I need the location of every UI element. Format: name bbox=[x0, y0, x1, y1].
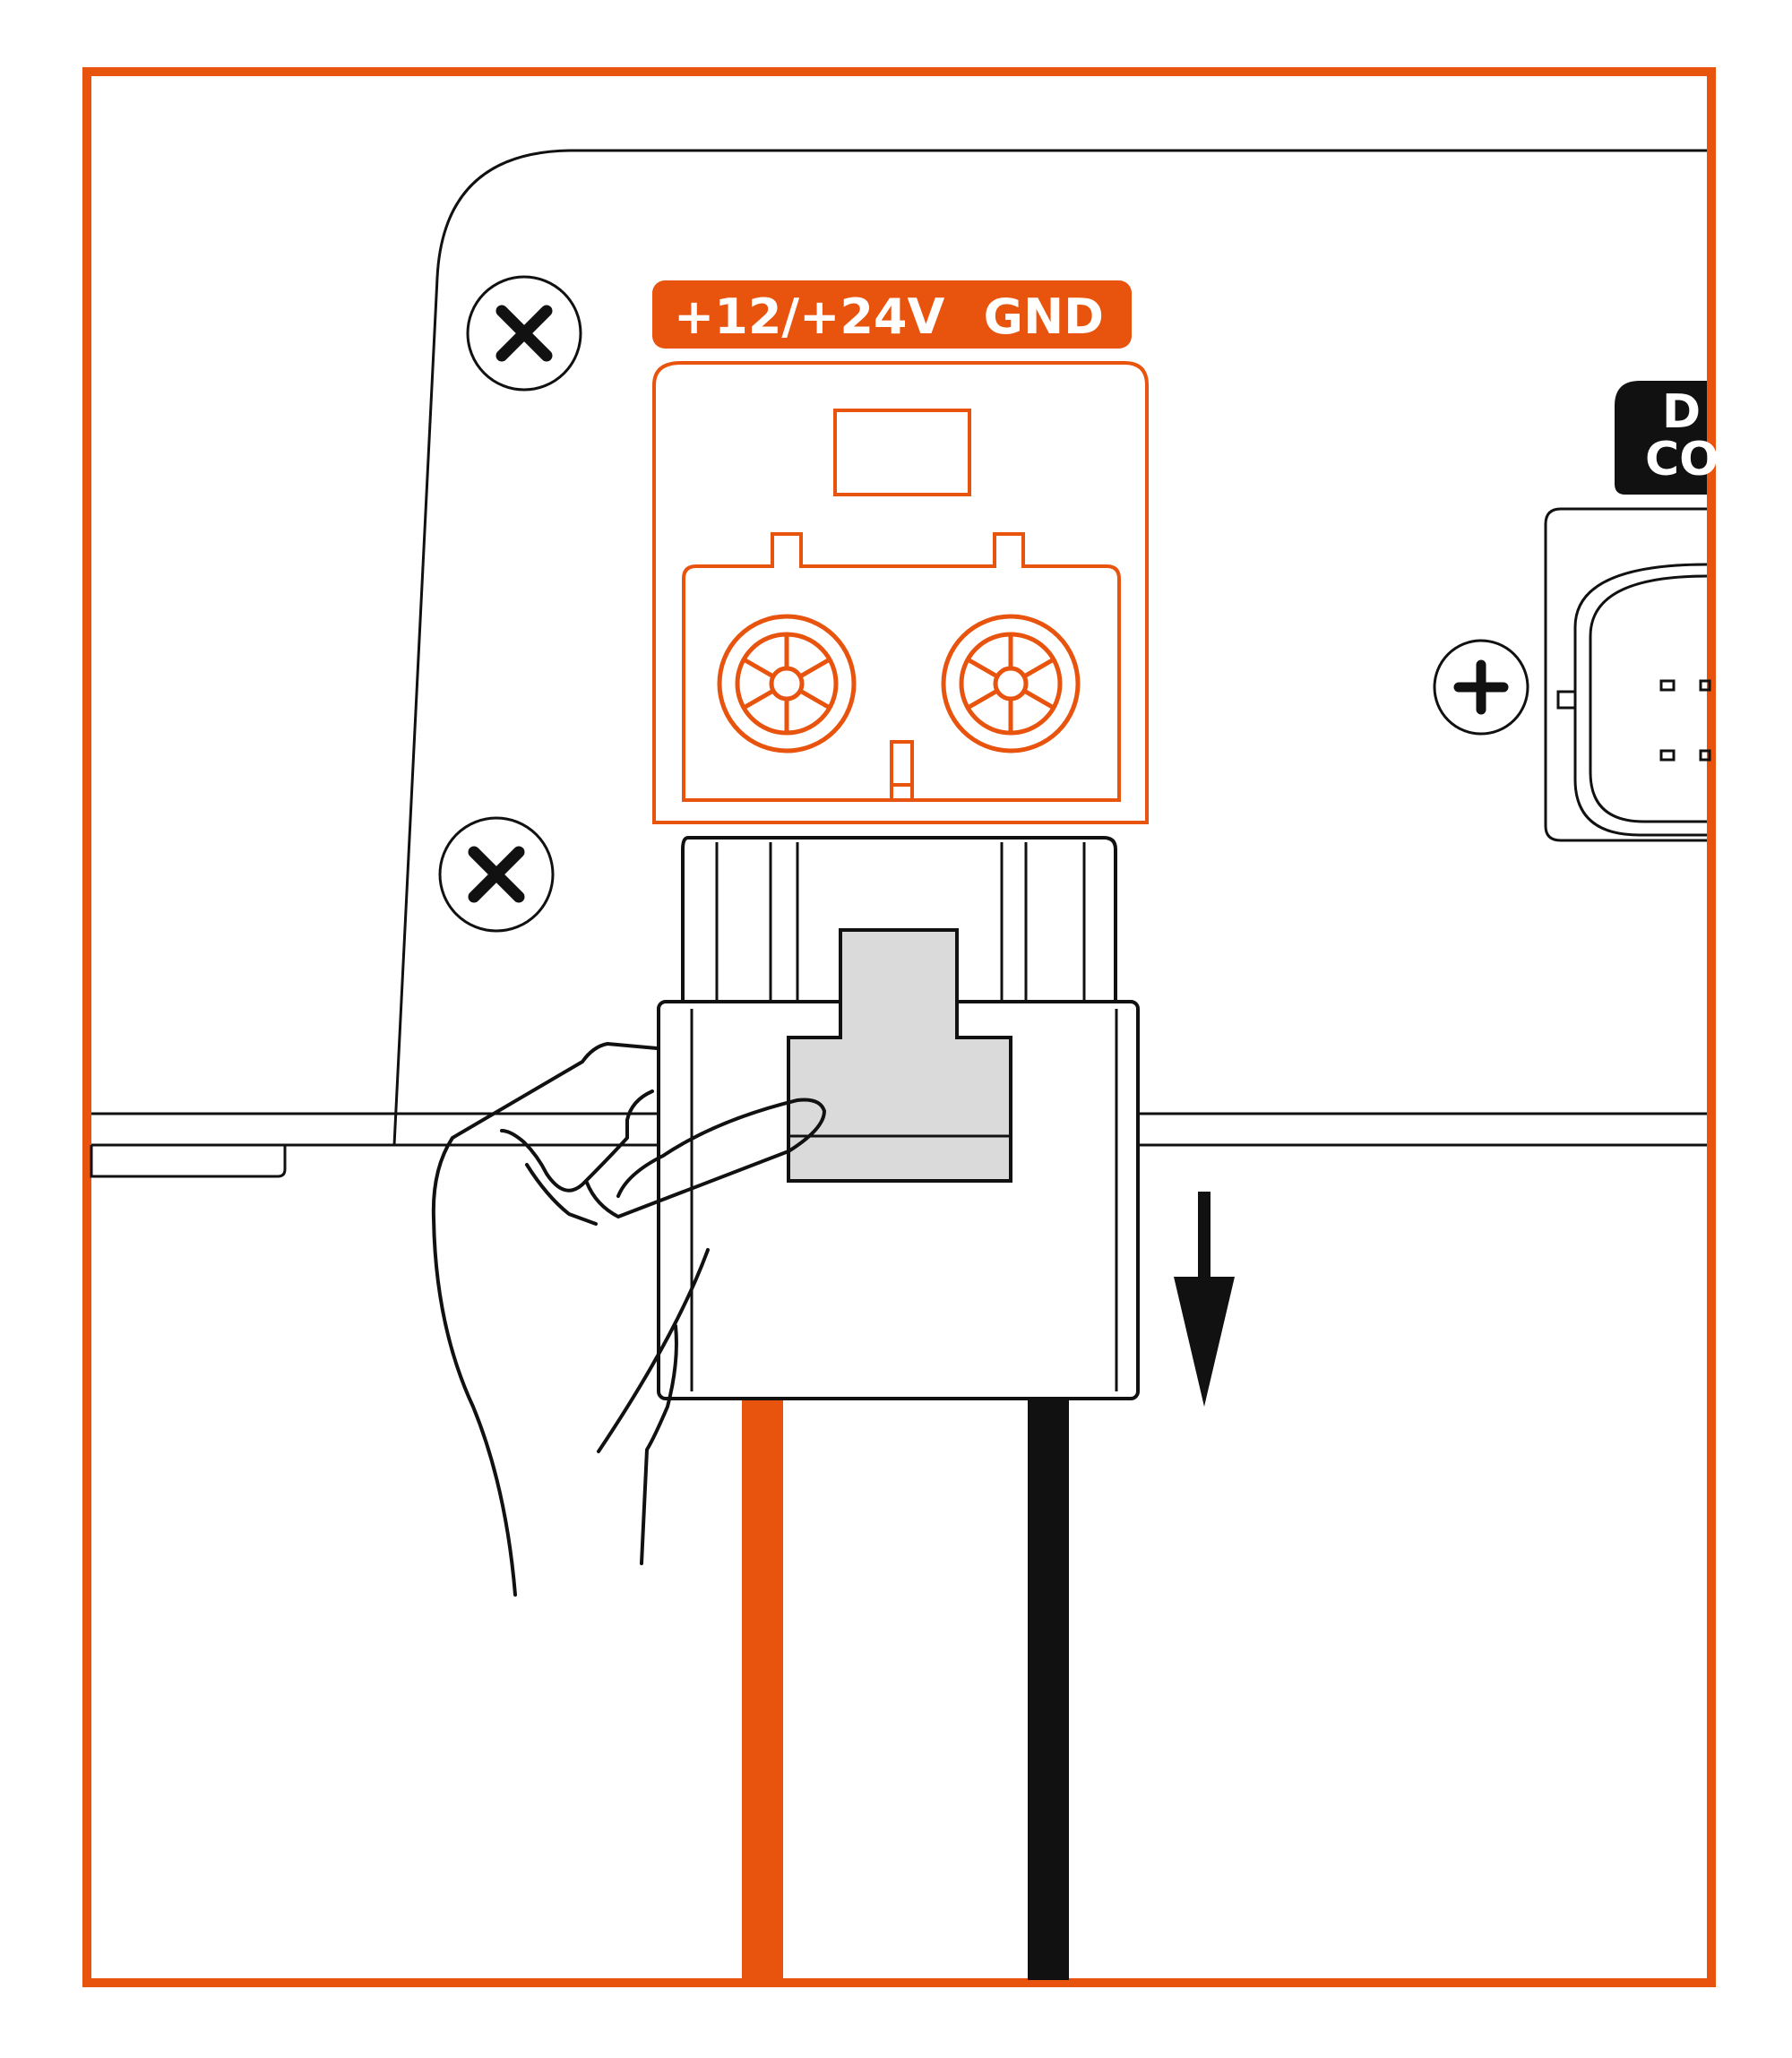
ground-terminal-label: GND bbox=[984, 288, 1104, 345]
cross-screw-icon bbox=[438, 816, 555, 933]
adjacent-port-label-line-1: D bbox=[1662, 385, 1701, 439]
power-wire bbox=[742, 1398, 783, 1980]
ground-wire bbox=[1028, 1398, 1069, 1980]
adjacent-port: D CO bbox=[1544, 381, 1719, 842]
release-latch[interactable] bbox=[787, 928, 1012, 1183]
arrow-down-icon bbox=[1174, 1192, 1235, 1407]
power-port-socket bbox=[652, 361, 1149, 824]
power-port-label: +12/+24V GND bbox=[652, 280, 1132, 349]
adjacent-port-label-line-2: CO bbox=[1645, 433, 1719, 487]
outer-frame bbox=[82, 67, 1716, 1987]
device-panel bbox=[90, 149, 1707, 1178]
cross-screw-icon bbox=[466, 275, 582, 392]
hand bbox=[431, 1042, 826, 1597]
positive-terminal-label: +12/+24V bbox=[674, 288, 945, 345]
ground-terminal bbox=[941, 614, 1081, 753]
plus-screw-icon bbox=[1433, 639, 1529, 736]
positive-terminal bbox=[717, 614, 857, 753]
